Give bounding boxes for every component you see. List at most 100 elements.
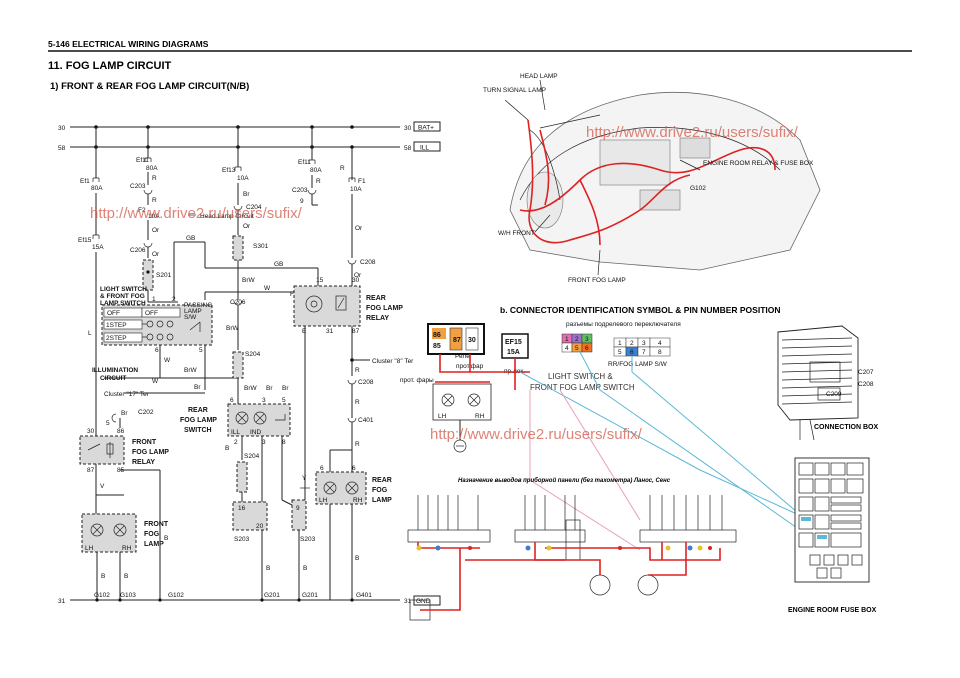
svg-text:7: 7 [642,349,646,356]
svg-text:B: B [266,565,270,572]
svg-text:ILL: ILL [420,145,429,152]
svg-text:BrW: BrW [184,367,198,374]
svg-text:Cluster "17" Ter: Cluster "17" Ter [104,391,150,398]
connector-leader-lines [519,351,831,551]
svg-text:1: 1 [618,340,622,347]
svg-text:58: 58 [404,145,412,152]
switch-pin-grid-b: 1 2 3 4 5 6 7 8 RR/FOG LAMP S/W [608,337,671,368]
svg-text:BAT+: BAT+ [418,125,434,132]
connector-id-title: b. CONNECTOR IDENTIFICATION SYMBOL & PIN… [500,305,781,315]
front-fog-lamp: V LH RH FRONT FOG LAMP B B B [81,464,169,600]
svg-text:& FRONT FOG: & FRONT FOG [100,293,145,300]
svg-text:прот. фары: прот. фары [400,377,434,384]
svg-text:OFF: OFF [145,310,158,317]
rail-bat: 30 30 BAT+ [58,121,441,132]
front-fog-switch-label: FRONT FOG LAMP SWITCH [530,383,635,392]
svg-text:R: R [355,367,360,374]
svg-text:LAMP: LAMP [372,497,392,504]
svg-text:TURN SIGNAL LAMP: TURN SIGNAL LAMP [483,87,546,94]
svg-text:C203: C203 [292,187,308,194]
svg-text:20: 20 [256,523,264,530]
svg-text:B: B [164,535,168,542]
svg-text:10A: 10A [148,213,160,220]
svg-text:5: 5 [618,349,622,356]
cluster17-wire: Cluster "17" Ter Br Br C202 5 [104,384,205,428]
engine-room-fuse-box-label: ENGINE ROOM FUSE BOX [788,607,877,614]
svg-text:W/H FRONT: W/H FRONT [498,230,535,237]
svg-text:4: 4 [658,340,662,347]
svg-text:87: 87 [352,328,360,335]
svg-text:C207: C207 [858,369,874,376]
svg-text:IND: IND [250,429,262,436]
svg-text:10A: 10A [237,175,249,182]
svg-text:C208: C208 [360,259,376,266]
section-title: 11. FOG LAMP CIRCUIT [48,60,172,72]
svg-text:8: 8 [658,349,662,356]
svg-text:5: 5 [106,420,110,427]
svg-text:LH: LH [319,497,328,504]
svg-text:B: B [303,565,307,572]
svg-text:LAMP: LAMP [144,541,164,548]
svg-text:S301: S301 [253,243,269,250]
switch-pin-grid-a: 1 2 3 4 5 6 [561,333,593,353]
svg-text:30: 30 [58,125,66,132]
svg-text:http://www.drive2.ru/users/suf: http://www.drive2.ru/users/sufix/ [90,205,303,222]
svg-text:BrW: BrW [244,385,258,392]
svg-text:Br: Br [121,410,128,417]
column-f1: R F1 10A Or C208 Or [340,147,376,286]
car-engine-bay: HEAD LAMP TURN SIGNAL LAMP ENGINE ROOM R… [483,73,821,284]
svg-text:Or: Or [243,223,251,230]
svg-text:C204: C204 [246,204,262,211]
svg-text:SWITCH: SWITCH [184,427,212,434]
svg-text:C208: C208 [358,379,374,386]
rail-gnd: 31 31 GND [58,595,441,606]
engine-room-fuse-box: ENGINE ROOM FUSE BOX [788,457,877,614]
svg-text:Ef11: Ef11 [136,157,149,164]
svg-text:1: 1 [152,296,156,303]
svg-text:R: R [316,178,321,185]
svg-text:15A: 15A [507,349,520,356]
svg-text:CIRCUIT: CIRCUIT [100,375,126,382]
svg-text:16: 16 [238,505,246,512]
svg-text:R: R [340,165,345,172]
svg-text:30: 30 [404,125,412,132]
svg-text:87: 87 [87,467,95,474]
svg-text:ILL: ILL [231,429,240,436]
svg-text:80A: 80A [146,165,158,172]
svg-text:G401: G401 [356,592,372,599]
svg-text:80A: 80A [91,185,103,192]
svg-text:L: L [88,330,92,337]
svg-text:3: 3 [262,397,266,404]
svg-text:FOG: FOG [144,531,160,538]
svg-text:9: 9 [300,198,304,205]
svg-text:Or: Or [152,251,160,258]
connection-box-label: CONNECTION BOX [814,424,879,431]
rail-junctions [94,125,354,149]
svg-text:30: 30 [468,337,476,344]
svg-text:W: W [264,285,271,292]
svg-text:FRONT: FRONT [144,521,169,528]
svg-text:10A: 10A [350,186,362,193]
watermarks: http://www.drive2.ru/users/sufix/ http:/… [90,124,799,443]
svg-text:BrW: BrW [226,325,240,332]
svg-text:8: 8 [282,439,286,446]
svg-text:FOG LAMP: FOG LAMP [366,305,403,312]
svg-text:C401: C401 [358,417,374,424]
svg-text:RR/FOG LAMP S/W: RR/FOG LAMP S/W [608,361,668,368]
svg-text:S203: S203 [234,536,250,543]
column-ef13: Ef13 10A Br C204 Or S301 C206 BrW S204 B… [222,127,289,404]
svg-text:Br: Br [266,385,273,392]
svg-text:5: 5 [199,347,203,354]
relay-pinout: 86 87 30 85 Реле прот.фар прот. фары пр.… [400,323,525,384]
svg-text:Head Lamp Circuit: Head Lamp Circuit [200,213,254,220]
svg-text:Назначение выводов приборной п: Назначение выводов приборной панели (без… [458,477,671,484]
svg-text:87: 87 [453,337,461,344]
svg-text:W: W [152,378,159,385]
svg-text:C206: C206 [130,247,146,254]
svg-text:80A: 80A [310,167,322,174]
svg-text:ENGINE ROOM RELAY & FUSE BOX: ENGINE ROOM RELAY & FUSE BOX [703,160,814,167]
light-switch-box: LIGHT SWITCH & FRONT FOG LAMP SWITCH OFF… [100,285,294,390]
